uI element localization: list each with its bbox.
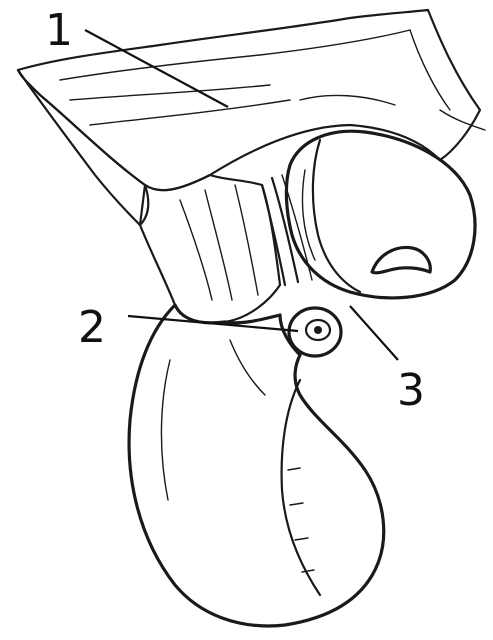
small-nodule bbox=[289, 308, 341, 356]
callout-2: 2 bbox=[78, 302, 106, 353]
callout-3: 3 bbox=[397, 365, 425, 416]
leader-line-1 bbox=[85, 30, 228, 107]
lower-pouch bbox=[129, 305, 384, 626]
callout-1: 1 bbox=[45, 5, 73, 56]
upper-fold bbox=[18, 10, 485, 225]
leader-line-3 bbox=[350, 306, 398, 360]
leader-lines bbox=[85, 30, 398, 360]
